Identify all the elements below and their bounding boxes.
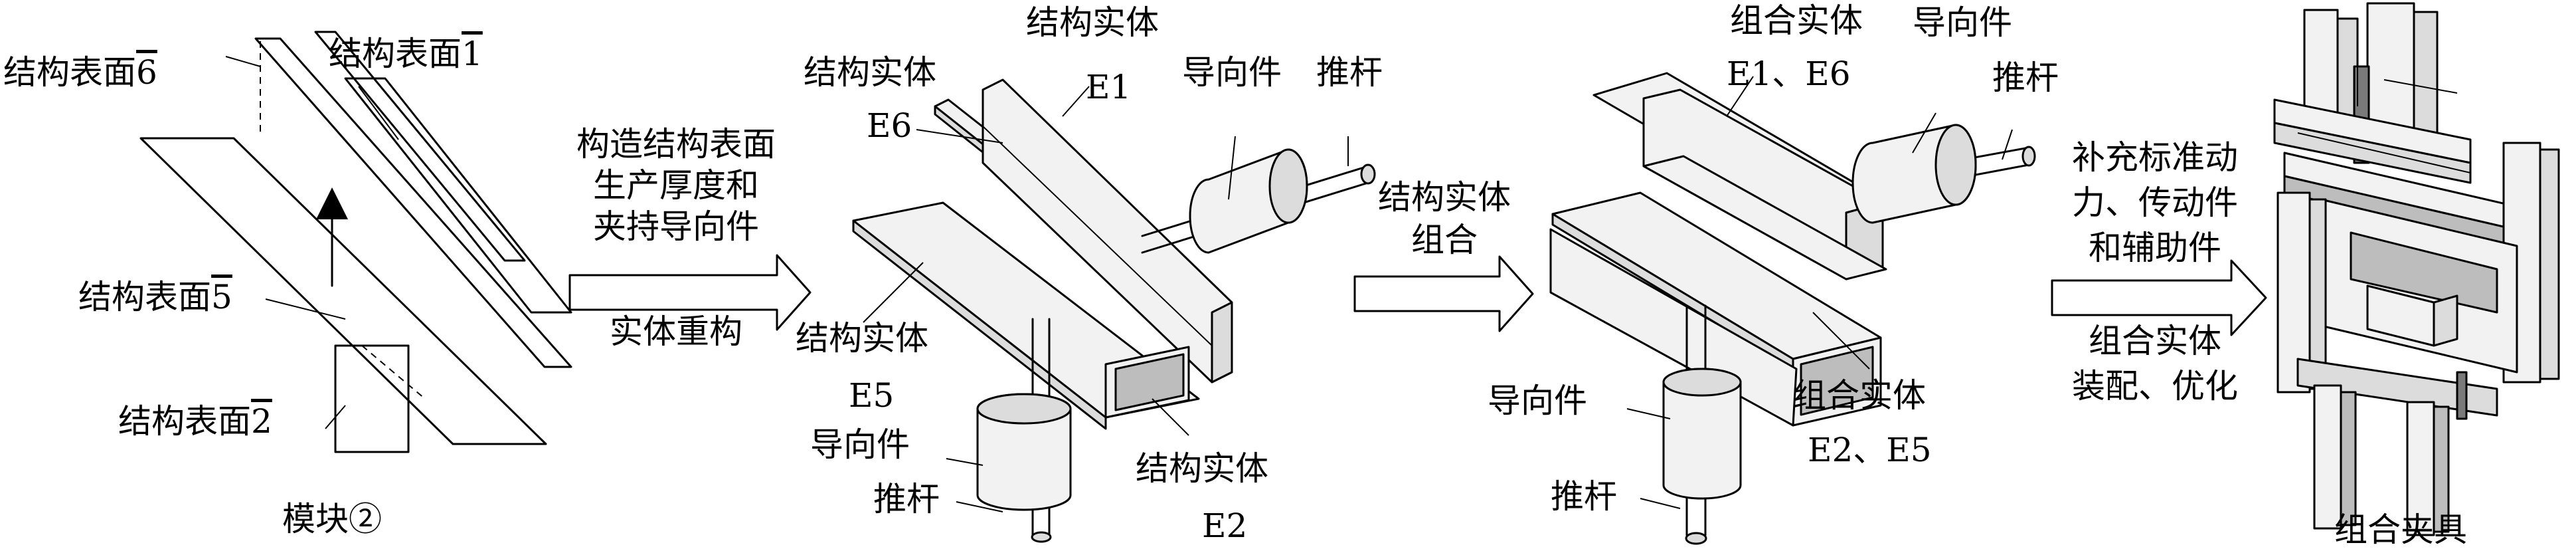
label-e1-entity: 结构实体 — [1026, 3, 1159, 42]
surface-5-plate — [139, 137, 547, 445]
step1-line-1: 构造结构表面 — [576, 125, 776, 164]
label-rod-upper: 推杆 — [1316, 53, 1383, 92]
surface-1-plate — [314, 31, 526, 262]
label-c-rod-upper: 推杆 — [1992, 58, 2059, 97]
surface-1-slot — [344, 77, 572, 314]
guide-upper-face — [1268, 148, 1308, 224]
label-surface-2: 结构表面2 — [118, 402, 272, 441]
combo-top-bottom — [1642, 155, 1887, 280]
label-combo-low-ids: E2、E5 — [1808, 431, 1932, 469]
leader-guide-upper — [1228, 136, 1236, 200]
leader-surface-1 — [358, 86, 399, 140]
c-guide-upper-face — [1934, 124, 1977, 206]
rod-lower-end — [1031, 531, 1052, 543]
leader-combo-top — [1726, 76, 1754, 117]
leader-surface-5 — [265, 298, 346, 320]
leader-surface-6 — [225, 56, 261, 67]
fixture-rod — [2456, 371, 2468, 420]
label-final-caption: 组合夹具 — [2334, 510, 2467, 549]
fixture-body-slot — [2350, 231, 2498, 314]
leader-c-guide — [1912, 112, 1936, 154]
step3-line-3: 和辅助件 — [2089, 229, 2221, 267]
step1-line-2: 生产厚度和 — [593, 166, 759, 205]
module-surfaces — [139, 31, 572, 453]
label-combo-top: 组合实体 — [1730, 1, 1863, 40]
step1-line-3: 夹持导向件 — [593, 207, 759, 246]
label-e2-id: E2 — [1202, 506, 1248, 545]
surface-6-plate — [254, 37, 572, 368]
fixture-left-frame-side — [2308, 198, 2327, 390]
fixture-detail-2 — [2383, 79, 2458, 94]
leader-guide-lower — [946, 458, 984, 466]
step3-below-2: 装配、优化 — [2072, 367, 2238, 405]
label-e2-entity: 结构实体 — [1136, 449, 1268, 488]
label-module-caption: 模块② — [282, 500, 382, 538]
step2-line-1: 结构实体 — [1378, 178, 1511, 217]
step3-line-1: 补充标准动 — [2072, 138, 2238, 177]
fixture-leg-1 — [2313, 384, 2342, 530]
fixture-base-plate — [2296, 358, 2498, 417]
leader-combo-low — [1812, 312, 1870, 370]
e1-plate-line — [982, 126, 1213, 346]
e1-plate-end — [1211, 301, 1233, 384]
label-surface-1: 结构表面1 — [329, 35, 483, 73]
leader-e6 — [916, 129, 1003, 144]
combined-parts — [1549, 72, 2036, 545]
fixture-leg-1-side — [2340, 391, 2357, 526]
c-guide-lower-top — [1662, 368, 1742, 397]
leader-c-rod-lower — [1640, 498, 1681, 509]
label-e5-id: E5 — [849, 376, 895, 415]
guide-lower-top — [976, 393, 1072, 425]
e2-block-inner — [1114, 353, 1185, 411]
label-e5-entity: 结构实体 — [796, 319, 928, 358]
label-combo-low: 组合实体 — [1793, 376, 1926, 415]
entity-parts — [852, 78, 1376, 543]
combo-low-front-inner — [1800, 346, 1874, 416]
assembled-fixture — [2273, 2, 2560, 536]
normal-arrow-head — [316, 187, 348, 219]
fixture-beam-1-side — [2273, 122, 2472, 184]
label-c-guide-lower: 导向件 — [1488, 382, 1587, 420]
surface-2-hidden-edge — [361, 345, 426, 399]
step1-arrow — [568, 254, 812, 331]
fixture-detail-3 — [2297, 132, 2471, 173]
e5-plate-edge — [852, 219, 1107, 430]
step2-arrow — [1353, 255, 1534, 332]
label-guide-upper: 导向件 — [1182, 53, 1282, 92]
label-e6-entity: 结构实体 — [804, 53, 936, 92]
c-rod-lower-end — [1685, 532, 1707, 545]
c-rod-upper-end — [2021, 146, 2036, 167]
label-e1-id: E1 — [1086, 68, 1132, 106]
leader-rod-lower — [956, 501, 1003, 512]
leader-e5 — [863, 262, 924, 323]
fixture-right-post-side — [2539, 148, 2560, 380]
step3-below-1: 组合实体 — [2089, 322, 2221, 360]
leader-e2 — [1152, 398, 1189, 436]
label-guide-lower: 导向件 — [810, 425, 910, 464]
label-c-guide-upper: 导向件 — [1913, 3, 2012, 42]
label-c-rod-lower: 推杆 — [1551, 477, 1617, 516]
surface-2-square — [334, 344, 410, 453]
label-e6-id: E6 — [867, 106, 912, 145]
step1-below: 实体重构 — [610, 312, 742, 351]
label-combo-top-ids: E1、E6 — [1727, 55, 1851, 93]
label-rod-lower: 推杆 — [873, 480, 940, 518]
step3-line-2: 力、传动件 — [2072, 183, 2238, 222]
rod-upper-end — [1360, 164, 1376, 185]
label-surface-5: 结构表面5 — [78, 278, 232, 316]
leader-c-rod — [2002, 129, 2013, 160]
leader-c-guide-lower — [1626, 408, 1671, 419]
step2-line-2: 组合 — [1411, 221, 1478, 259]
leader-surface-2 — [325, 405, 346, 429]
step3-arrow — [2051, 259, 2267, 336]
fixture-leg-2-side — [2433, 405, 2450, 533]
label-surface-6: 结构表面6 — [3, 53, 157, 92]
fixture-body-block-side — [2433, 294, 2458, 347]
leader-e1 — [1062, 86, 1090, 117]
